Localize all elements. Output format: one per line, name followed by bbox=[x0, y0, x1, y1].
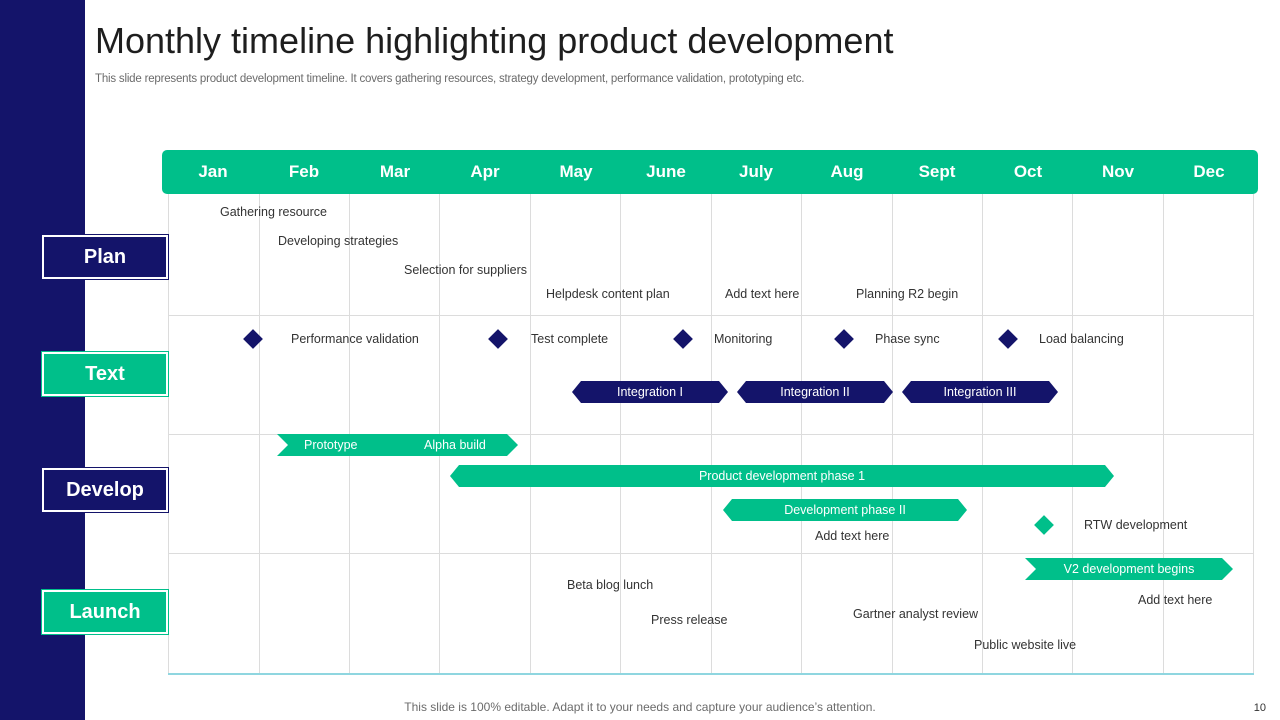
bar-v2-development: V2 development begins bbox=[1025, 558, 1233, 580]
row-divider bbox=[168, 434, 1254, 435]
bar-integration-2-label: Integration II bbox=[780, 385, 850, 399]
launch-add-text: Add text here bbox=[1138, 593, 1213, 607]
plan-developing-strategies: Developing strategies bbox=[278, 234, 399, 248]
text-load-balancing: Load balancing bbox=[1039, 332, 1124, 346]
row-label-develop: Develop bbox=[41, 467, 169, 513]
plan-r2-begin: Planning R2 begin bbox=[856, 287, 959, 301]
text-performance-validation: Performance validation bbox=[291, 332, 419, 346]
bar-development-phase-2: Development phase II bbox=[723, 499, 967, 521]
launch-press-release: Press release bbox=[651, 613, 728, 627]
month-feb: Feb bbox=[288, 162, 320, 181]
launch-public-website: Public website live bbox=[974, 638, 1077, 652]
month-jan: Jan bbox=[198, 162, 228, 181]
month-mar: Mar bbox=[379, 162, 411, 181]
bar-v2-label: V2 development begins bbox=[1063, 562, 1195, 576]
bar-integration-1: Integration I bbox=[572, 381, 728, 403]
bar-integration-3-label: Integration III bbox=[943, 385, 1017, 399]
plan-helpdesk-content: Helpdesk content plan bbox=[546, 287, 670, 301]
month-nov: Nov bbox=[1101, 162, 1135, 181]
row-divider bbox=[168, 553, 1254, 554]
footer-text: This slide is 100% editable. Adapt it to… bbox=[404, 700, 876, 714]
month-july: July bbox=[738, 162, 774, 181]
row-divider bbox=[168, 315, 1254, 316]
row-label-text: Text bbox=[41, 351, 169, 397]
month-header-bar: Jan Feb Mar Apr May June July Aug Sept O… bbox=[162, 150, 1258, 194]
month-oct: Oct bbox=[1013, 162, 1043, 181]
month-may: May bbox=[559, 162, 593, 181]
bar-alpha-label: Alpha build bbox=[424, 438, 486, 452]
text-monitoring: Monitoring bbox=[714, 332, 773, 346]
bar-integration-2: Integration II bbox=[737, 381, 893, 403]
row-label-plan: Plan bbox=[41, 234, 169, 280]
text-test-complete: Test complete bbox=[531, 332, 609, 346]
bar-integration-1-label: Integration I bbox=[616, 385, 683, 399]
bar-prototype-label: Prototype bbox=[304, 438, 358, 452]
develop-rtw: RTW development bbox=[1084, 518, 1188, 532]
launch-beta-blog: Beta blog lunch bbox=[567, 578, 654, 592]
month-dec: Dec bbox=[1193, 162, 1225, 181]
develop-add-text: Add text here bbox=[815, 529, 890, 543]
month-june: June bbox=[646, 162, 686, 181]
month-apr: Apr bbox=[470, 162, 500, 181]
plan-gathering-resource: Gathering resource bbox=[220, 205, 328, 219]
bar-phase2-label: Development phase II bbox=[784, 503, 906, 517]
slide-title: Monthly timeline highlighting product de… bbox=[95, 20, 894, 61]
slide-subtitle: This slide represents product developmen… bbox=[95, 73, 805, 85]
bar-product-development-phase-1: Product development phase 1 bbox=[450, 465, 1114, 487]
plan-selection-suppliers: Selection for suppliers bbox=[404, 263, 527, 277]
month-sept: Sept bbox=[918, 162, 956, 181]
text-phase-sync: Phase sync bbox=[875, 332, 940, 346]
grid-bottom-line bbox=[168, 673, 1254, 675]
bar-prototype-alpha: Prototype Alpha build bbox=[277, 434, 518, 456]
bar-phase1-label: Product development phase 1 bbox=[698, 469, 866, 483]
row-label-launch: Launch bbox=[41, 589, 169, 635]
month-aug: Aug bbox=[830, 162, 864, 181]
plan-add-text: Add text here bbox=[725, 287, 800, 301]
page-number: 10 bbox=[1253, 702, 1266, 714]
launch-gartner-review: Gartner analyst review bbox=[853, 607, 979, 621]
bar-integration-3: Integration III bbox=[902, 381, 1058, 403]
slide-footer: This slide is 100% editable. Adapt it to… bbox=[0, 700, 1280, 714]
